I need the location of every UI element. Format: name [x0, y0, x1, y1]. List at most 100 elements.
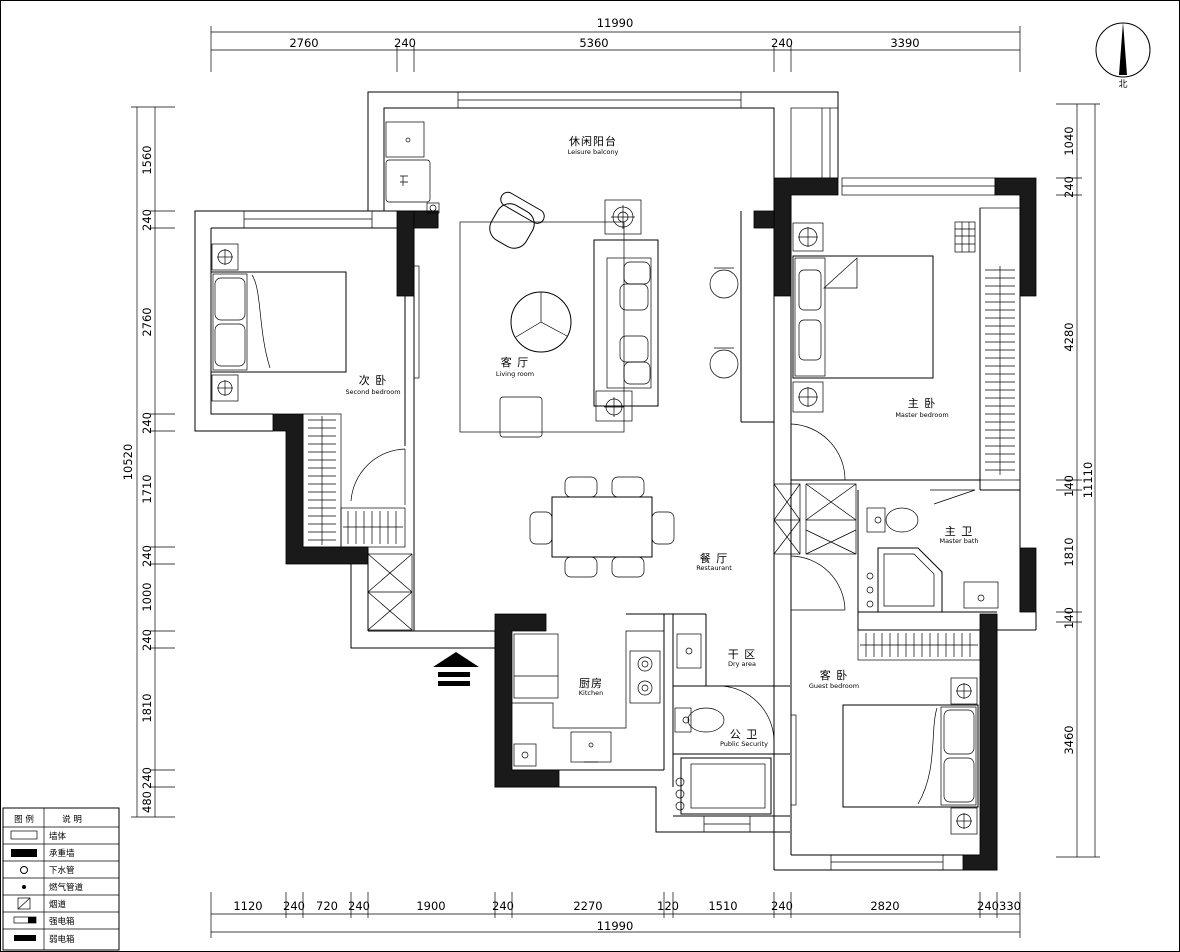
dim-bottom-5: 1900 [416, 899, 445, 913]
dim-top-1: 2760 [289, 36, 318, 50]
bed-icon [842, 704, 979, 808]
public-bath-fixtures [674, 633, 775, 833]
bed-icon [210, 271, 347, 373]
dim-left-1: 1560 [140, 145, 154, 174]
washbasin-icon [676, 633, 702, 669]
wall-outline-icon [10, 830, 38, 840]
gas-pipe-icon [22, 885, 26, 889]
right-dimension-chain: 1040 240 4280 140 1810 140 3460 11110 [1056, 103, 1100, 858]
dim-left-3: 2760 [140, 307, 154, 336]
label-restaurant-en: Restaurant [696, 564, 732, 572]
dim-right-6: 140 [1062, 607, 1076, 629]
stove-icon [629, 650, 661, 704]
tv-icon [413, 265, 420, 379]
dim-right-total: 11110 [1081, 462, 1095, 499]
dim-bottom-2: 240 [283, 899, 305, 913]
living-room-furniture [459, 191, 739, 438]
dim-bottom-4: 240 [348, 899, 370, 913]
dim-bottom-1: 1120 [233, 899, 262, 913]
legend-item-label: 弱电箱 [49, 934, 75, 945]
label-public-bath: 公 卫 [730, 728, 759, 741]
washing-machine-icon [385, 159, 431, 203]
bathtub-icon [680, 757, 772, 815]
dim-right-4: 140 [1062, 475, 1076, 497]
dim-right-1: 1040 [1062, 126, 1076, 155]
label-balcony: 休闲阳台 [569, 134, 617, 148]
legend: 图 例 说 明 墙体 承重墙 下水管 燃气管道 烟道 强电箱 弱电箱 [2, 807, 120, 951]
dim-top-4: 240 [771, 36, 793, 50]
nightstand-lamp-icon [792, 222, 824, 252]
nightstand-lamp-icon [792, 381, 824, 413]
legend-item-label: 烟道 [49, 899, 67, 910]
dim-left-2: 240 [140, 209, 154, 231]
label-guest-bedroom-en: Guest bedroom [809, 682, 859, 690]
dim-left-4: 240 [140, 412, 154, 434]
chair-icon [564, 476, 598, 498]
stool-icon [709, 269, 739, 299]
label-master-bedroom-en: Master bedroom [895, 411, 948, 419]
chair-icon [651, 511, 675, 545]
tv-icon [790, 714, 797, 806]
dim-bottom-7: 2270 [573, 899, 602, 913]
dim-bottom-6: 240 [492, 899, 514, 913]
dim-bottom-11: 2820 [870, 899, 899, 913]
label-kitchen-en: Kitchen [579, 689, 603, 697]
drain-pipe-icon [20, 866, 28, 874]
nightstand-lamp-icon [211, 374, 239, 402]
stool-icon [709, 349, 739, 379]
label-restaurant: 餐 厅 [700, 551, 729, 565]
guest-bedroom-furniture [790, 555, 981, 835]
bed-icon [792, 255, 934, 379]
load-bearing-wall-icon [11, 849, 37, 857]
label-kitchen: 厨房 [579, 677, 603, 690]
toilet-icon [674, 707, 692, 733]
north-compass: 北 [1095, 22, 1151, 90]
label-master-bedroom: 主 卧 [908, 397, 937, 410]
dim-left-7: 1000 [140, 582, 154, 611]
left-dimension-chain: 10520 1560 240 2760 240 1710 240 1000 24… [121, 106, 175, 818]
walls [194, 91, 1037, 871]
master-bedroom-furniture [773, 207, 1021, 555]
fridge-icon [513, 633, 559, 699]
dim-bottom-8: 120 [657, 899, 679, 913]
dim-bottom-12: 240 [977, 899, 999, 913]
utility-sink-icon [385, 121, 425, 158]
wardrobe-icon [857, 629, 981, 661]
second-bedroom-furniture [210, 243, 420, 631]
top-dimension-chain: 11990 2760 240 5360 240 3390 [210, 16, 1021, 72]
label-balcony-en: Leisure balcony [568, 148, 619, 156]
dim-top-5: 3390 [890, 36, 919, 50]
label-second-bedroom: 次 卧 [359, 373, 388, 387]
wardrobe-icon [979, 207, 1021, 481]
legend-item-label: 强电箱 [49, 916, 75, 927]
dim-right-2: 240 [1062, 176, 1076, 198]
dim-left-8: 240 [140, 629, 154, 651]
corner-bathtub-icon [877, 547, 943, 613]
washbasin-icon [963, 581, 999, 609]
balcony-fixtures [385, 121, 440, 214]
dim-left-10: 240 [140, 767, 154, 789]
floor-lamp-icon [595, 390, 633, 422]
side-table-lamp-icon [604, 199, 642, 235]
bottom-dimension-chain: 1120 240 720 240 1900 240 2270 120 1510 … [210, 892, 1021, 938]
nightstand-lamp-icon [950, 807, 978, 835]
load-bearing-walls [272, 177, 1037, 871]
grid-icon [954, 221, 976, 253]
dim-top-2: 240 [394, 36, 416, 50]
nightstand-lamp-icon [950, 677, 978, 705]
dim-left-11: 480 [140, 791, 154, 813]
label-public-bath-en: Public Security [720, 740, 768, 748]
dim-top-3: 5360 [579, 36, 608, 50]
label-guest-bedroom: 客 卧 [820, 668, 849, 682]
weak-box-icon [14, 935, 36, 941]
label-master-bath: 主 卫 [945, 525, 974, 538]
legend-header-symbol: 图 例 [14, 814, 34, 825]
kitchen-fixtures [512, 630, 664, 767]
chair-icon [611, 556, 645, 578]
master-bath-fixtures [866, 489, 999, 613]
dim-left-9: 1810 [140, 693, 154, 722]
dim-right-5: 1810 [1062, 537, 1076, 566]
toilet-icon [866, 507, 886, 533]
legend-item-label: 燃气管道 [49, 882, 84, 893]
